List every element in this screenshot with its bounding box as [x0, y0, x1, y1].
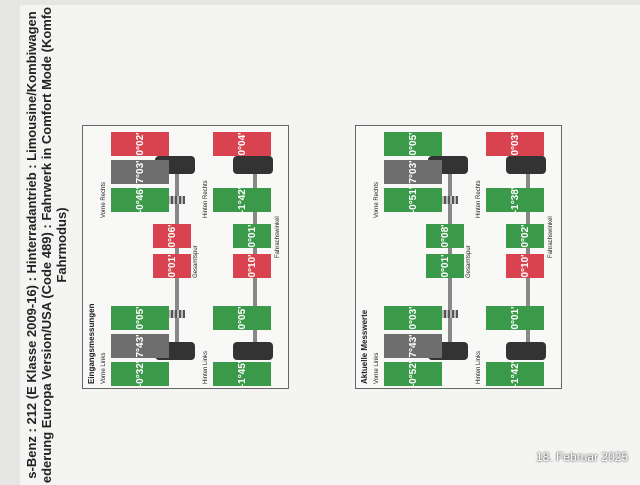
fl-spur: 0°05'	[111, 306, 169, 330]
wheel-rear-right	[233, 156, 273, 174]
panel-title: Aktuelle Messwerte	[360, 309, 369, 384]
photo-timestamp: 18. Februar 2025	[535, 450, 628, 464]
rotated-photo: s-Benz : 212 (E Klasse 2009-16) : Hinter…	[20, 5, 640, 485]
thrust-label: Fahrachswinkel	[548, 216, 554, 258]
thrust-label: Fahrachswinkel	[275, 216, 281, 258]
paper-sheet: s-Benz : 212 (E Klasse 2009-16) : Hinter…	[20, 5, 640, 485]
header-line-2: ederung Europa Version/USA (Code 489) : …	[39, 6, 54, 484]
front-right-label: Vorne Rechts	[101, 181, 107, 218]
panel-title: Eingangsmessungen	[87, 303, 96, 384]
front-total-label: Gesamtspur	[466, 245, 472, 278]
rear-left-label: Hinten Links	[476, 350, 482, 384]
fl-spur: 0°03'	[384, 306, 442, 330]
fl-sturz: -0°32'	[111, 361, 169, 387]
front-right-label: Vorne Rechts	[374, 181, 380, 218]
front-total-toe: 0°08'	[426, 224, 464, 248]
rl-sturz: -1°45'	[213, 361, 271, 387]
fl-nachlauf: 7°43'	[111, 334, 169, 358]
wheel-rear-left	[233, 342, 273, 360]
front-left-label: Vorne Links	[101, 352, 107, 384]
rr-spur: 0°04'	[213, 132, 271, 156]
front-total-label: Gesamtspur	[193, 245, 199, 278]
rr-sturz: -1°42'	[213, 187, 271, 213]
front-setback: 0°01'	[426, 254, 464, 278]
wheel-rear-left	[506, 342, 546, 360]
fr-sturz: -0°46'	[111, 187, 169, 213]
panel-aktuelle-messwerte: Aktuelle Messwerte Vorne Links -0°52' 7°…	[355, 125, 562, 389]
fl-sturz: -0°52'	[384, 361, 442, 387]
rear-right-label: Hinten Rechts	[203, 180, 209, 218]
fr-sturz: -0°51'	[384, 187, 442, 213]
header-line-1: s-Benz : 212 (E Klasse 2009-16) : Hinter…	[24, 11, 39, 479]
thrust-angle: 0°01'	[233, 224, 271, 248]
fr-spur: 0°05'	[384, 132, 442, 156]
rl-spur: 0°05'	[213, 306, 271, 330]
rear-total-toe: 0°10'	[233, 254, 271, 278]
rl-spur: 0°01'	[486, 306, 544, 330]
rear-left-label: Hinten Links	[203, 350, 209, 384]
rl-sturz: -1°42'	[486, 361, 544, 387]
rear-total-toe: 0°10'	[506, 254, 544, 278]
fr-nachlauf: 7°03'	[384, 160, 442, 184]
panel-eingangsmessungen: Eingangsmessungen Vorne Links -0°32' 7°4…	[82, 125, 289, 389]
rr-sturz: -1°38'	[486, 187, 544, 213]
front-left-label: Vorne Links	[374, 352, 380, 384]
header-line-3: Fahrmodus)	[54, 207, 69, 283]
wheel-rear-right	[506, 156, 546, 174]
front-setback: 0°01'	[153, 254, 191, 278]
fr-spur: 0°02'	[111, 132, 169, 156]
fl-nachlauf: 7°43'	[384, 334, 442, 358]
rear-right-label: Hinten Rechts	[476, 180, 482, 218]
front-total-toe: 0°06'	[153, 224, 191, 248]
thrust-angle: 0°02'	[506, 224, 544, 248]
fr-nachlauf: 7°03'	[111, 160, 169, 184]
rr-spur: 0°03'	[486, 132, 544, 156]
document-header: s-Benz : 212 (E Klasse 2009-16) : Hinter…	[24, 5, 69, 485]
